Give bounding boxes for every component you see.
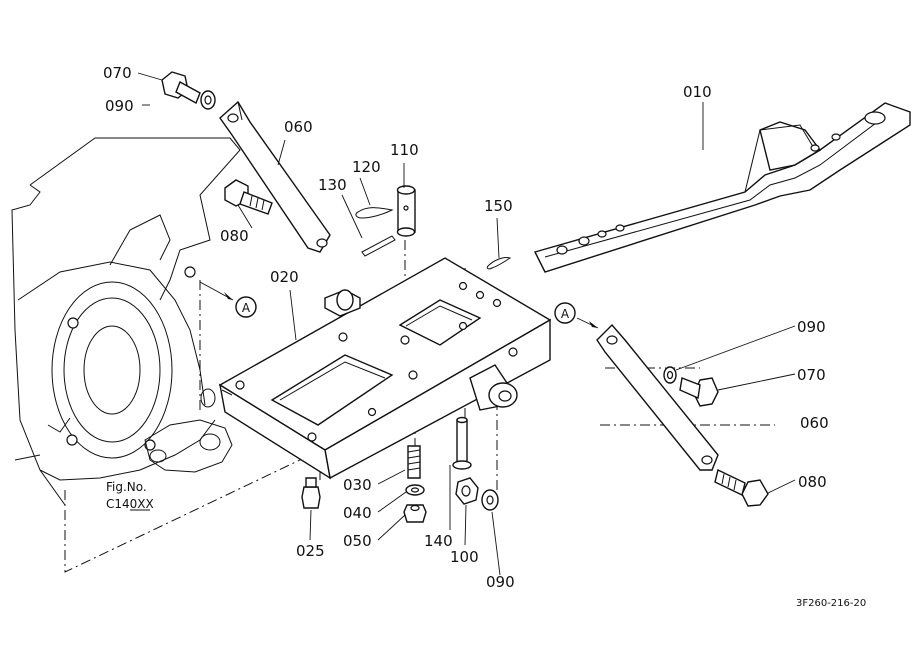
label-150: 150 (484, 197, 513, 215)
label-090-bottom: 090 (486, 573, 515, 591)
pin-110 (396, 185, 416, 237)
nut-050 (403, 504, 427, 523)
bolt-030 (407, 445, 421, 479)
washer-040 (405, 484, 425, 496)
fig-no-value: C140XX (106, 497, 154, 511)
label-020: 020 (270, 268, 299, 286)
bolt-080-top (224, 179, 273, 215)
label-070-right: 070 (797, 366, 826, 384)
reference-marker-left-label: A (242, 301, 251, 315)
label-090-right: 090 (797, 318, 826, 336)
label-100: 100 (450, 548, 479, 566)
clip-130 (361, 235, 396, 257)
label-140: 140 (424, 532, 453, 550)
bracket-plate-020 (218, 257, 552, 480)
reference-marker-left: A (199, 281, 257, 318)
bolt-070-top (161, 71, 201, 104)
drawing-code: 3F260-216-20 (796, 598, 866, 609)
stud-025 (301, 477, 321, 509)
link-060-top (219, 100, 331, 253)
label-120: 120 (352, 158, 381, 176)
label-070-top: 070 (103, 64, 132, 82)
bolt-070-right (679, 377, 719, 407)
label-050: 050 (343, 532, 372, 550)
washer-090-right (663, 366, 677, 384)
collar-100 (455, 477, 479, 505)
leader-lines (14, 72, 796, 576)
label-090-top: 090 (105, 97, 134, 115)
drawbar-010 (533, 102, 911, 273)
figure-reference: Fig.No. C140XX (106, 480, 154, 511)
reference-marker-right: A (554, 302, 599, 329)
label-110: 110 (390, 141, 419, 159)
reference-marker-right-label: A (561, 307, 570, 321)
label-080-top: 080 (220, 227, 249, 245)
part-labels: 070 090 060 110 120 130 080 010 150 020 … (103, 64, 829, 591)
washer-090-bottom (481, 489, 499, 511)
washer-090-top (200, 90, 216, 110)
label-060-top: 060 (284, 118, 313, 136)
fig-no-label: Fig.No. (106, 480, 147, 494)
clip-120 (355, 207, 394, 219)
label-130: 130 (318, 176, 347, 194)
transmission-housing (11, 137, 241, 506)
label-060-right: 060 (800, 414, 829, 432)
label-030: 030 (343, 476, 372, 494)
label-080-right: 080 (798, 473, 827, 491)
link-060-right (596, 323, 719, 471)
pin-140 (452, 416, 472, 470)
clip-150 (486, 257, 512, 270)
label-040: 040 (343, 504, 372, 522)
bolt-080-right (714, 468, 769, 507)
label-025: 025 (296, 542, 325, 560)
label-010: 010 (683, 83, 712, 101)
